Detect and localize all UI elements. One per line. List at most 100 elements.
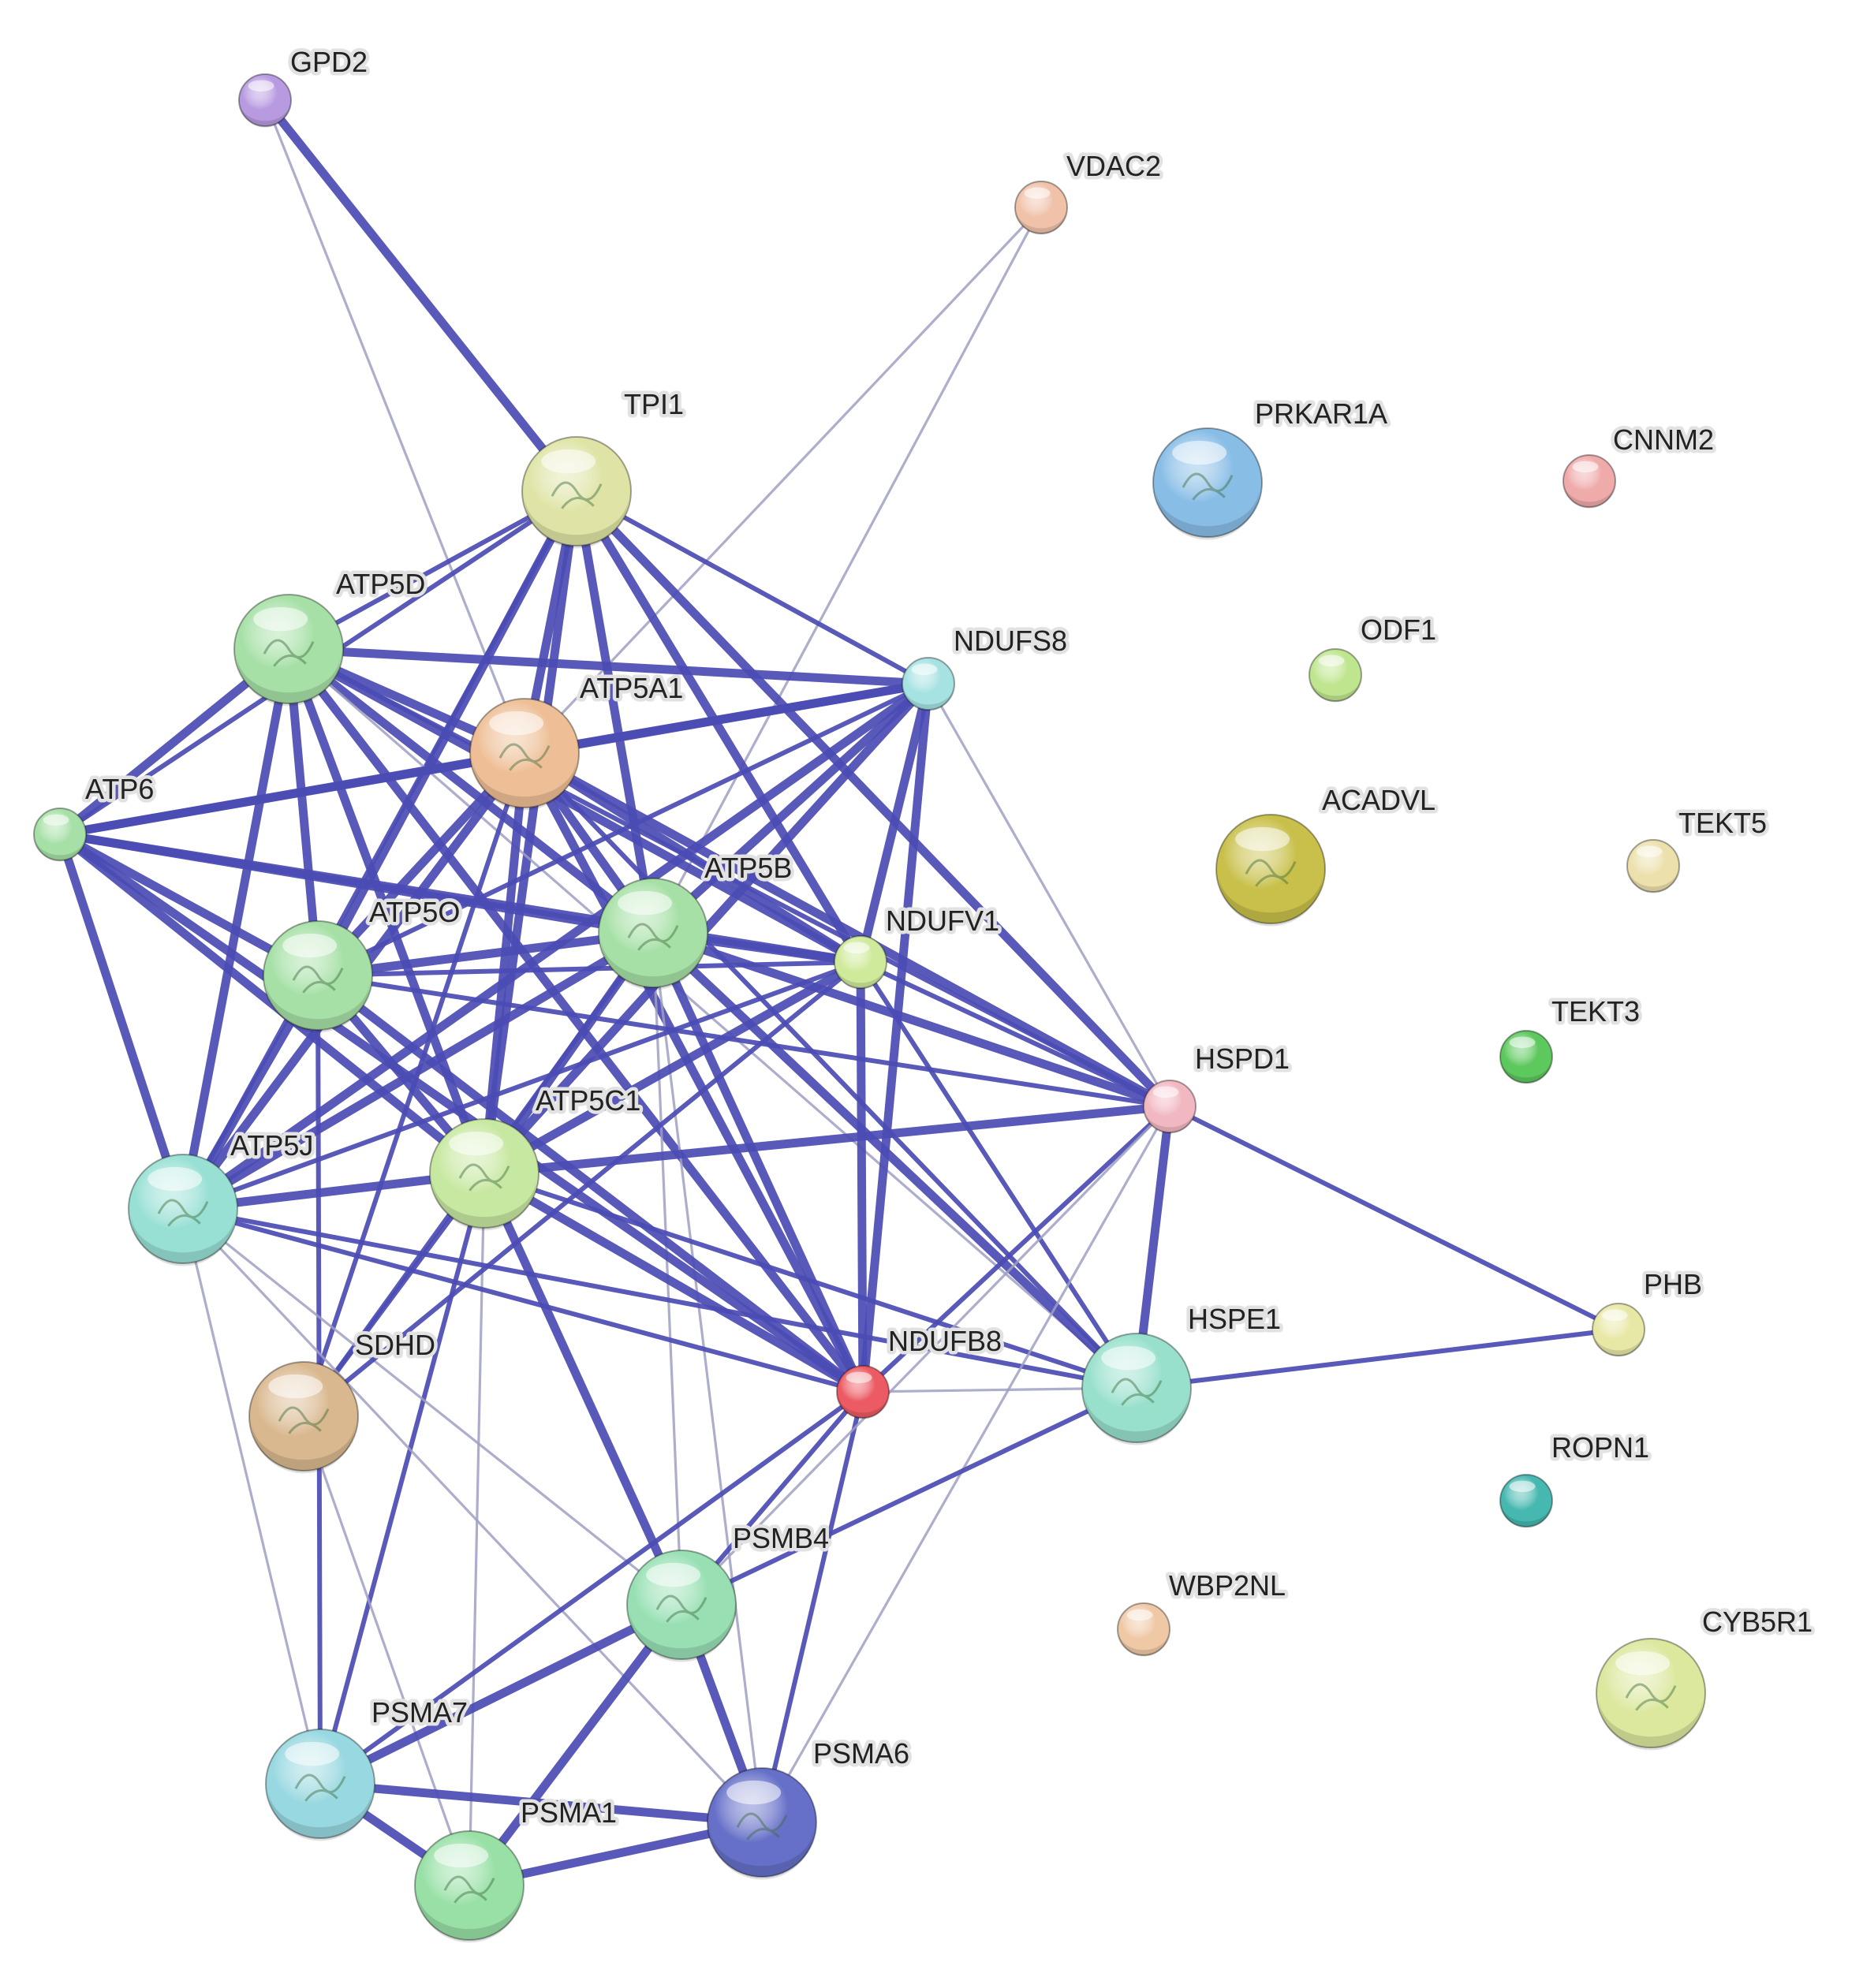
- node-hspd1-rim: [1143, 1080, 1197, 1133]
- node-ndufs8[interactable]: NDUFS8: [902, 621, 1071, 711]
- node-prkar1a[interactable]: PRKAR1A: [1152, 394, 1391, 540]
- node-atp5a1[interactable]: ATP5A1: [469, 669, 687, 811]
- node-cnnm2-shadow: [1564, 483, 1615, 509]
- node-psma7-shadow: [268, 1788, 372, 1841]
- node-phb[interactable]: PHB: [1592, 1265, 1706, 1357]
- node-ndufv1-highlight: [843, 942, 870, 954]
- node-acadvl-shadow: [1219, 874, 1323, 927]
- node-hspd1-shadow: [1144, 1109, 1195, 1134]
- edge-tpi1-atp5d: [286, 489, 579, 651]
- node-ropn1-shadow: [1501, 1503, 1551, 1528]
- node-psma6[interactable]: PSMA6: [707, 1734, 913, 1880]
- edge-atp5a1-hspd1: [520, 748, 1174, 1111]
- node-sdhd[interactable]: SDHD: [248, 1326, 439, 1474]
- node-psma1[interactable]: PSMA1: [414, 1793, 621, 1943]
- node-atp5a1-label: ATP5A1: [580, 672, 683, 704]
- edge-ndufs8-ndufv1: [856, 679, 933, 967]
- node-ndufv1[interactable]: NDUFV1: [834, 901, 1003, 990]
- edge-atp5b-hspd1: [648, 928, 1174, 1111]
- node-tekt5[interactable]: TEKT5: [1626, 804, 1771, 893]
- node-tpi1[interactable]: TPI1: [521, 385, 688, 549]
- node-hspe1[interactable]: HSPE1: [1081, 1300, 1285, 1445]
- node-hspe1-label: HSPE1: [1188, 1303, 1281, 1335]
- node-atp5b[interactable]: ATP5B: [598, 849, 796, 990]
- node-tpi1-shadow: [525, 496, 629, 549]
- node-tpi1-rim: [521, 436, 632, 546]
- node-acadvl[interactable]: ACADVL: [1215, 781, 1439, 927]
- node-vdac2-highlight: [1024, 187, 1051, 200]
- node-ropn1-highlight: [1509, 1480, 1536, 1493]
- edge-hspd1-phb: [1167, 1104, 1621, 1332]
- node-atp5o-label: ATP5O: [369, 896, 460, 928]
- node-phb-highlight: [1601, 1309, 1628, 1322]
- node-ropn1[interactable]: ROPN1: [1499, 1428, 1653, 1528]
- node-odf1-label: ODF1: [1361, 614, 1436, 646]
- node-odf1-highlight: [1318, 655, 1345, 667]
- node-tekt5-rim: [1626, 839, 1680, 893]
- node-atp5d-shadow: [237, 654, 341, 707]
- node-atp5o-highlight: [282, 933, 338, 958]
- node-psmb4-structure-icon: [655, 1595, 707, 1623]
- edge-tpi1-atp5b: [572, 487, 658, 938]
- node-psma7-rim: [265, 1729, 375, 1839]
- node-atp5a1-rim: [469, 698, 580, 808]
- node-atp5d[interactable]: ATP5D: [233, 565, 429, 707]
- node-odf1[interactable]: ODF1: [1309, 610, 1440, 703]
- node-hspe1-structure-icon: [1111, 1378, 1163, 1406]
- node-psma6-label: PSMA6: [813, 1737, 909, 1770]
- node-vdac2[interactable]: VDAC2: [1014, 147, 1165, 235]
- node-atp5d-rim: [233, 594, 344, 704]
- node-psmb4[interactable]: PSMB4: [626, 1519, 833, 1662]
- node-atp5c1[interactable]: ATP5C1: [429, 1081, 644, 1231]
- node-atp5o[interactable]: ATP5O: [263, 893, 464, 1033]
- node-ndufb8[interactable]: NDUFB8: [836, 1322, 1006, 1419]
- node-atp5b-label: ATP5B: [704, 852, 792, 884]
- node-tekt5-shadow: [1628, 868, 1678, 893]
- edge-atp5j-psma6: [181, 1207, 763, 1824]
- node-ndufb8-label: NDUFB8: [888, 1325, 1002, 1357]
- node-vdac2-shadow: [1016, 210, 1066, 235]
- node-ropn1-rim: [1499, 1474, 1553, 1527]
- node-cnnm2[interactable]: CNNM2: [1562, 420, 1718, 509]
- node-atp5d-structure-icon: [263, 639, 315, 667]
- node-acadvl-label: ACADVL: [1322, 784, 1436, 816]
- node-hspd1-label: HSPD1: [1195, 1042, 1290, 1075]
- node-atp6-shadow: [35, 837, 85, 862]
- edge-psmb4-psma7: [315, 1600, 686, 1788]
- edge-ndufb8-hspd1: [861, 1104, 1172, 1394]
- node-tekt3[interactable]: TEKT3: [1499, 992, 1644, 1084]
- edge-atp6-ndufv1: [55, 830, 865, 967]
- node-cyb5r1[interactable]: CYB5R1: [1596, 1602, 1816, 1751]
- node-cnnm2-label: CNNM2: [1613, 423, 1714, 456]
- edge-atp5c1-psmb4: [480, 1169, 686, 1609]
- node-tekt5-label: TEKT5: [1678, 807, 1767, 839]
- node-phb-label: PHB: [1644, 1268, 1702, 1300]
- node-prkar1a-structure-icon: [1182, 472, 1234, 501]
- node-odf1-shadow: [1310, 677, 1361, 703]
- node-atp5j[interactable]: ATP5J: [128, 1126, 317, 1266]
- node-gpd2[interactable]: GPD2: [238, 43, 371, 128]
- edge-psma7-psma6: [315, 1779, 767, 1827]
- edge-sdhd-psma1: [302, 1415, 471, 1887]
- node-atp6[interactable]: ATP6: [33, 770, 158, 862]
- node-wbp2nl[interactable]: WBP2NL: [1117, 1566, 1290, 1657]
- node-ndufs8-highlight: [911, 663, 938, 676]
- edge-ndufv1-hspd1: [858, 960, 1172, 1109]
- node-hspd1-highlight: [1152, 1086, 1179, 1098]
- node-psma7[interactable]: PSMA7: [265, 1693, 472, 1841]
- node-wbp2nl-highlight: [1126, 1609, 1153, 1621]
- node-hspd1[interactable]: HSPD1: [1143, 1039, 1294, 1134]
- node-ndufv1-label: NDUFV1: [886, 904, 999, 937]
- edge-atp5d-ndufs8: [284, 644, 933, 688]
- edge-hspe1-psmb4: [679, 1386, 1139, 1607]
- edge-atp5o-ndufv1: [315, 960, 863, 978]
- node-prkar1a-rim: [1152, 427, 1263, 538]
- node-atp5j-label: ATP5J: [230, 1129, 313, 1162]
- edge-ndufv1-hspe1: [858, 960, 1139, 1390]
- node-psma7-highlight: [285, 1741, 340, 1766]
- edge-tpi1-ndufv1: [572, 487, 865, 967]
- node-gpd2-rim: [238, 73, 292, 127]
- node-atp6-rim: [33, 808, 87, 861]
- node-vdac2-rim: [1014, 181, 1068, 234]
- node-psma1-shadow: [417, 1890, 521, 1943]
